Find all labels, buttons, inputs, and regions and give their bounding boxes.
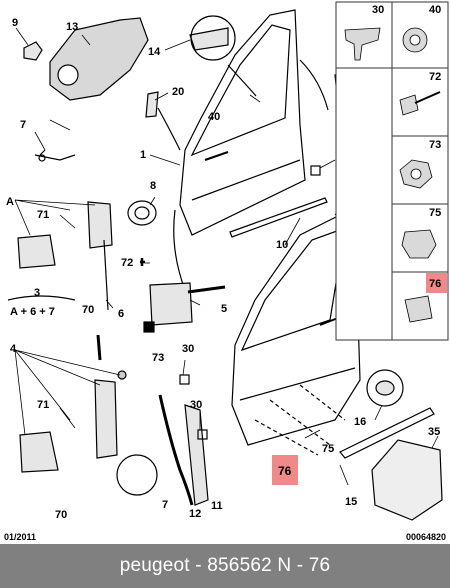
exploded-parts-diagram: 1 2 3 A + 6 + 7 4 5 6 7 7 8 9 10 11 12 1…	[4, 1, 449, 542]
callout-35: 35	[428, 426, 440, 438]
callout-8: 8	[150, 180, 156, 192]
callout-A: A	[6, 196, 14, 208]
callout-72: 72	[121, 257, 133, 269]
callout-labels: 1 2 3 A + 6 + 7 4 5 6 7 7 8 9 10 11 12 1…	[6, 17, 440, 521]
door-frame-illustration	[179, 9, 306, 236]
callout-7-top: 7	[20, 119, 26, 131]
callout-10: 10	[276, 239, 288, 251]
callout-6: 6	[118, 308, 124, 320]
diagram-date: 01/2011	[4, 532, 36, 542]
panel-label-73: 73	[429, 139, 441, 151]
callout-4: 4	[10, 343, 17, 355]
panel-label-75: 75	[429, 207, 441, 219]
callout-9: 9	[12, 17, 18, 29]
callout-1: 1	[140, 149, 146, 161]
callout-75: 75	[322, 443, 334, 455]
clip-kit-illustration	[371, 439, 443, 521]
callout-30-c: 30	[190, 399, 202, 411]
callout-11: 11	[211, 500, 223, 512]
panel-label-30: 30	[372, 4, 384, 16]
callout-7-bottom: 7	[162, 499, 168, 511]
panel-label-76: 76	[429, 278, 441, 290]
callout-15: 15	[345, 496, 357, 508]
callout-70-a: 70	[82, 304, 94, 316]
parts-side-panel: 30 40 72 73 75 76	[335, 1, 449, 341]
panel-label-72: 72	[429, 71, 441, 83]
diagram-reference: 00064820	[406, 532, 446, 542]
callout-40: 40	[208, 111, 220, 123]
callout-3: 3	[34, 287, 40, 299]
callout-5: 5	[221, 303, 227, 315]
callout-71-b: 71	[37, 399, 49, 411]
callout-73: 73	[152, 352, 164, 364]
callout-20: 20	[172, 86, 184, 98]
callout-30-b: 30	[182, 343, 194, 355]
callout-12: 12	[189, 508, 201, 520]
callout-71-a: 71	[37, 209, 49, 221]
callout-14: 14	[148, 46, 161, 58]
callout-3-formula: A + 6 + 7	[10, 306, 55, 318]
footer-caption: peugeot - 856562 N - 76	[119, 555, 331, 576]
door-insulation-panel	[49, 17, 149, 101]
callout-13: 13	[66, 21, 78, 33]
highlight-box-76	[272, 455, 298, 485]
panel-label-40: 40	[429, 4, 441, 16]
callout-70-b: 70	[55, 509, 67, 521]
callout-76: 76	[278, 464, 292, 478]
callout-16: 16	[354, 416, 366, 428]
footer-bar: peugeot - 856562 N - 76	[0, 544, 450, 588]
